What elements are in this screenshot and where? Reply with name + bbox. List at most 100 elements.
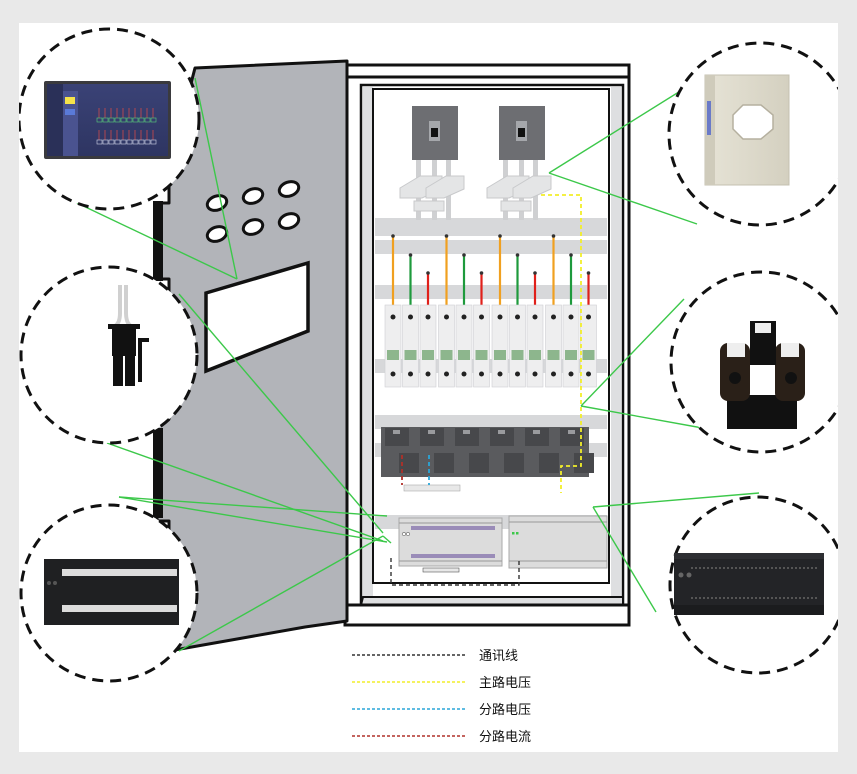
branch-ct-label bbox=[755, 323, 771, 333]
branch-breaker-screw bbox=[532, 314, 538, 320]
screen-cell bbox=[102, 117, 109, 123]
callout-line-branch-ct bbox=[580, 298, 685, 407]
screen-cell bbox=[144, 139, 151, 145]
branch-wire-terminal bbox=[515, 253, 520, 257]
branch-breaker bbox=[455, 304, 473, 388]
callout-branch-current-transformer[interactable] bbox=[669, 270, 838, 454]
callout-line-module-right bbox=[592, 506, 657, 613]
branch-ct-tab bbox=[568, 430, 575, 434]
callout-connector-cable[interactable] bbox=[19, 265, 199, 445]
callout-line-connector bbox=[106, 442, 384, 542]
screen-cell bbox=[114, 139, 121, 145]
touch-screen-tile bbox=[65, 109, 75, 115]
branch-breaker-screw bbox=[461, 314, 467, 320]
branch-ct bbox=[490, 428, 514, 446]
cabinet-right-depth bbox=[611, 87, 621, 597]
door-hinge-edge-lower bbox=[153, 428, 163, 518]
screen-cell bbox=[132, 117, 139, 123]
branch-wire-terminal bbox=[569, 253, 573, 257]
callout-line-module-right bbox=[592, 492, 760, 508]
screen-cell bbox=[96, 117, 103, 123]
module-left-terminal-row bbox=[411, 526, 495, 530]
branch-breaker-screw bbox=[408, 314, 413, 320]
callout-line-module-left bbox=[118, 496, 388, 517]
branch-breaker-handle bbox=[387, 350, 399, 360]
module-body bbox=[674, 553, 824, 615]
main-ct-aperture bbox=[732, 104, 774, 140]
callout-circle bbox=[19, 265, 199, 445]
branch-breaker-screw bbox=[444, 371, 449, 377]
branch-breaker-screw bbox=[568, 314, 574, 320]
callout-monitoring-module-right[interactable] bbox=[668, 495, 838, 675]
door-hole bbox=[241, 218, 265, 236]
branch-breaker-handle bbox=[511, 350, 524, 360]
module-left-terminal-bottom bbox=[422, 567, 460, 573]
connector-pin bbox=[125, 356, 135, 386]
branch-breaker-screw bbox=[515, 371, 520, 377]
screen-cell bbox=[150, 117, 157, 123]
module-button bbox=[47, 581, 51, 585]
callout-line-connector bbox=[178, 293, 384, 534]
wire-communication bbox=[390, 558, 520, 586]
branch-breaker-screw bbox=[568, 371, 574, 377]
cabinet bbox=[153, 59, 631, 653]
module-right-led bbox=[516, 532, 519, 535]
door-hole bbox=[277, 212, 301, 230]
branch-breaker-handle bbox=[440, 350, 453, 360]
module-right-image bbox=[674, 553, 824, 615]
branch-ct bbox=[399, 453, 419, 473]
branch-breaker bbox=[438, 304, 455, 388]
module-terminal-row bbox=[62, 605, 177, 612]
branch-ct-label bbox=[727, 343, 745, 357]
screen-cell bbox=[126, 139, 133, 145]
branch-breaker-screw bbox=[497, 314, 503, 320]
wire-main-voltage bbox=[541, 194, 582, 493]
branch-ct bbox=[560, 428, 584, 446]
branch-ct-tab bbox=[463, 430, 470, 434]
screen-cell bbox=[108, 139, 115, 145]
branch-breaker-screw bbox=[425, 371, 431, 377]
touch-screen-panel bbox=[63, 91, 78, 156]
callout-line-branch-ct bbox=[580, 405, 709, 430]
branch-wire-terminal bbox=[479, 271, 484, 275]
branch-ct-label bbox=[781, 343, 799, 357]
monitoring-modules bbox=[398, 484, 608, 573]
branch-breaker-screw bbox=[461, 371, 467, 377]
branch-breaker-screw bbox=[586, 371, 591, 377]
branch-wire-terminal bbox=[498, 234, 502, 238]
branch-ct-image bbox=[720, 321, 805, 429]
branch-ct-tab bbox=[393, 430, 400, 434]
connector-pin bbox=[113, 356, 123, 386]
branch-breaker bbox=[545, 304, 562, 388]
screen-cell bbox=[120, 139, 127, 145]
touch-screen-image bbox=[44, 81, 171, 159]
branch-breaker-screw bbox=[425, 314, 431, 320]
connector-image bbox=[108, 285, 149, 386]
screen-cell bbox=[96, 139, 103, 145]
branch-breaker bbox=[491, 304, 509, 388]
cabinet-base bbox=[343, 603, 631, 627]
legend-label: 主路电压 bbox=[479, 675, 531, 691]
module-button bbox=[53, 581, 57, 585]
branch-breakers bbox=[384, 304, 597, 388]
branch-breaker-screw bbox=[515, 314, 520, 320]
callout-touch-screen[interactable] bbox=[19, 27, 201, 211]
branch-wire-terminal bbox=[408, 253, 413, 257]
screen-cell bbox=[102, 139, 109, 145]
callout-main-current-transformer[interactable] bbox=[667, 41, 838, 227]
callout-line-touch-screen bbox=[76, 202, 238, 280]
branch-ct-tab bbox=[533, 430, 540, 434]
branch-ct bbox=[525, 428, 549, 446]
module-left-led bbox=[406, 532, 410, 536]
main-breaker-toggle bbox=[518, 128, 525, 137]
module-strip bbox=[674, 605, 824, 615]
screen-cell bbox=[120, 117, 127, 123]
branch-breaker-screw bbox=[444, 314, 449, 320]
module-right bbox=[508, 515, 608, 569]
callout-monitoring-module-left[interactable] bbox=[19, 503, 199, 683]
branch-breaker-handle bbox=[565, 350, 577, 360]
branch-wire-terminal bbox=[391, 234, 395, 238]
branch-breaker-handle bbox=[458, 350, 470, 360]
